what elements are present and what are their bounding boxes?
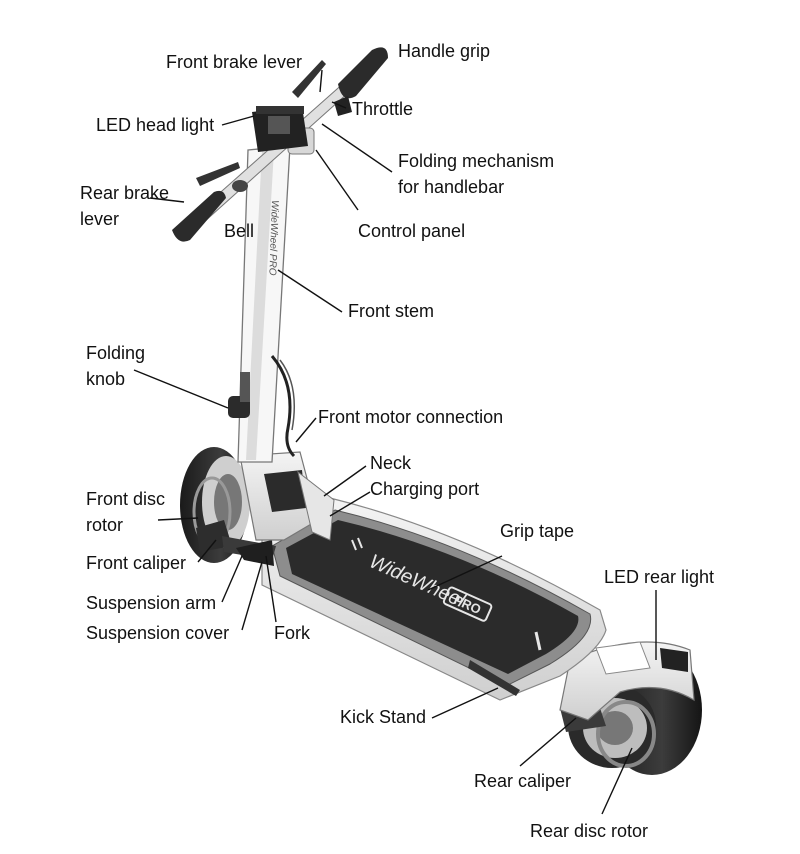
label-kick-stand: Kick Stand — [340, 704, 426, 730]
label-front-disc-rotor: Front disc rotor — [86, 486, 165, 538]
label-neck: Neck — [370, 450, 411, 476]
label-throttle: Throttle — [352, 96, 413, 122]
label-folding-knob: Folding knob — [86, 340, 145, 392]
label-front-brake-lever: Front brake lever — [166, 49, 302, 75]
label-rear-disc-rotor: Rear disc rotor — [530, 818, 648, 844]
folding-knob — [228, 372, 250, 418]
label-led-rear-light: LED rear light — [604, 564, 714, 590]
label-handle-grip: Handle grip — [398, 38, 490, 64]
handle-grip — [338, 47, 388, 98]
bell — [232, 180, 248, 192]
label-folding-mechanism: Folding mechanism for handlebar — [398, 148, 554, 200]
label-front-caliper: Front caliper — [86, 550, 186, 576]
label-suspension-cover: Suspension cover — [86, 620, 229, 646]
handle-grip-left — [172, 191, 226, 242]
label-front-motor-connection: Front motor connection — [318, 404, 503, 430]
label-rear-brake-lever: Rear brake lever — [80, 180, 169, 232]
label-led-head-light: LED head light — [96, 112, 214, 138]
label-fork: Fork — [274, 620, 310, 646]
label-front-stem: Front stem — [348, 298, 434, 324]
label-charging-port: Charging port — [370, 476, 479, 502]
label-suspension-arm: Suspension arm — [86, 590, 216, 616]
led-head-light — [256, 106, 304, 114]
label-control-panel: Control panel — [358, 218, 465, 244]
label-rear-caliper: Rear caliper — [474, 768, 571, 794]
label-grip-tape: Grip tape — [500, 518, 574, 544]
label-bell: Bell — [224, 218, 254, 244]
